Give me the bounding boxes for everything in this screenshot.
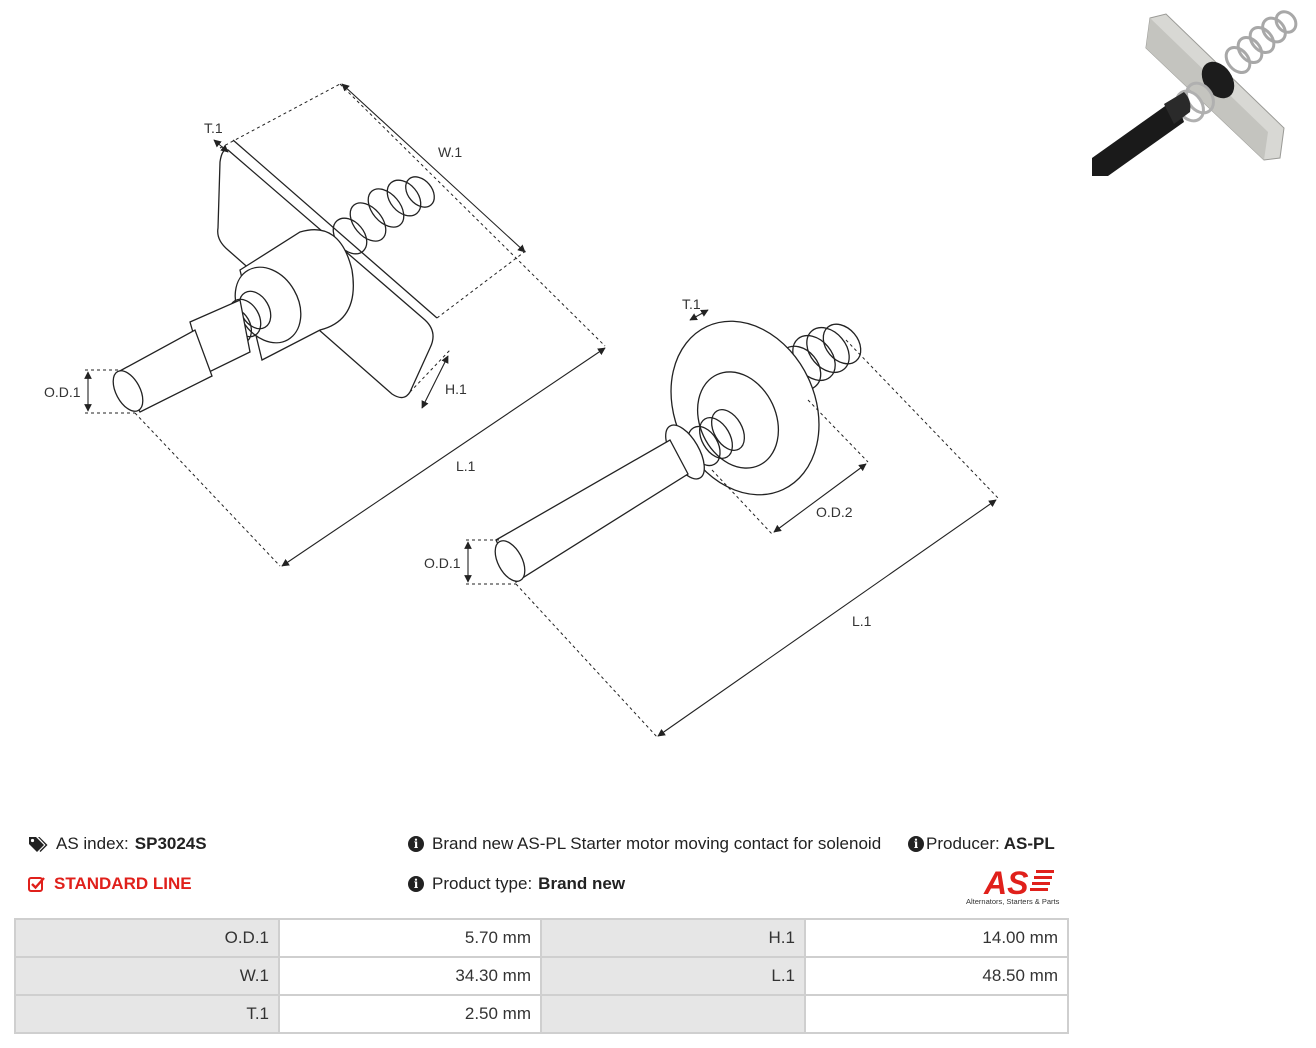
table-row: T.1 2.50 mm (14, 994, 1069, 1034)
as-index-row: AS index: SP3024S (28, 834, 207, 854)
producer-row: i Producer: AS-PL (908, 834, 1055, 854)
standard-line-label: STANDARD LINE (54, 874, 192, 893)
spec-value: 34.30 mm (278, 956, 542, 996)
spec-value: 5.70 mm (278, 918, 542, 958)
spec-label: L.1 (540, 956, 806, 996)
technical-drawing: T.1 W.1 H.1 O.D.1 L.1 T.1 O.D.1 O.D.2 L.… (44, 83, 999, 739)
right-l1-label: L.1 (852, 613, 872, 629)
product-type-value: Brand new (538, 874, 626, 893)
right-od2-label: O.D.2 (816, 504, 853, 520)
table-row: W.1 34.30 mm L.1 48.50 mm (14, 956, 1069, 996)
spec-label: O.D.1 (14, 918, 280, 958)
product-photo (1092, 10, 1298, 176)
spec-value: 48.50 mm (804, 956, 1069, 996)
left-part-drawing (112, 139, 438, 413)
spec-label: H.1 (540, 918, 806, 958)
logo-mark: AS (983, 865, 1029, 901)
tags-icon (28, 836, 48, 852)
description-row: i Brand new AS-PL Starter motor moving c… (408, 834, 881, 854)
producer-label: Producer: (926, 834, 1000, 853)
logo-tagline: Alternators, Starters & Parts (966, 897, 1060, 906)
info-icon: i (908, 836, 924, 852)
product-description: Brand new AS-PL Starter motor moving con… (432, 834, 882, 853)
specifications-table: O.D.1 5.70 mm H.1 14.00 mm W.1 34.30 mm … (14, 918, 1069, 1034)
left-h1-label: H.1 (445, 381, 467, 397)
info-icon: i (408, 836, 424, 852)
spec-value (804, 994, 1069, 1034)
info-icon: i (408, 876, 424, 892)
spec-label: T.1 (14, 994, 280, 1034)
left-w1-label: W.1 (438, 144, 462, 160)
as-index-value: SP3024S (134, 834, 207, 853)
left-l1-label: L.1 (456, 458, 476, 474)
product-type-label: Product type: (432, 874, 533, 893)
product-type-row: i Product type: Brand new (408, 874, 625, 894)
standard-line-row: STANDARD LINE (28, 874, 192, 894)
spec-value: 2.50 mm (278, 994, 542, 1034)
spec-value: 14.00 mm (804, 918, 1069, 958)
right-t1-label: T.1 (682, 296, 701, 312)
right-od1-label: O.D.1 (424, 555, 461, 571)
table-row: O.D.1 5.70 mm H.1 14.00 mm (14, 918, 1069, 958)
spec-label (540, 994, 806, 1034)
right-part-drawing (494, 320, 862, 583)
checkbox-checked-icon (28, 876, 46, 892)
spec-label: W.1 (14, 956, 280, 996)
left-od1-label: O.D.1 (44, 384, 81, 400)
as-index-label: AS index: (56, 834, 129, 853)
producer-value: AS-PL (1003, 834, 1055, 853)
left-t1-label: T.1 (204, 120, 223, 136)
as-pl-logo: AS Alternators, Starters & Parts (966, 865, 1060, 906)
